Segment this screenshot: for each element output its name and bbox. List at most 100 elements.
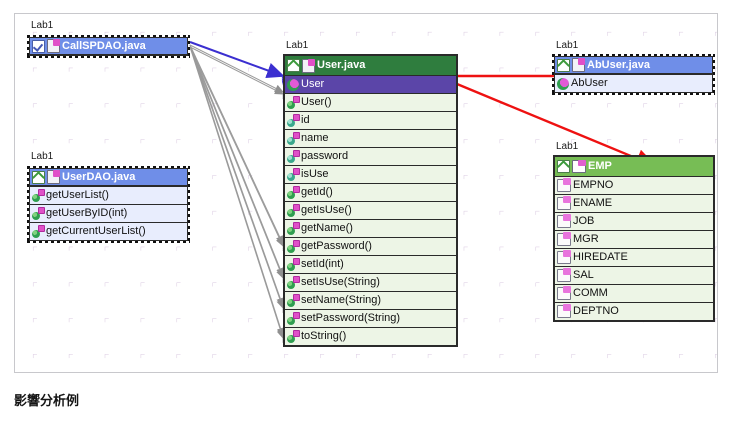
member-row[interactable]: getUserList() (30, 186, 187, 204)
member-row[interactable]: getName() (285, 219, 456, 237)
member-row[interactable]: isUse (285, 165, 456, 183)
member-label: setName(String) (301, 294, 382, 306)
member-row[interactable]: getCurrentUserList() (30, 222, 187, 240)
member-label: User() (301, 96, 332, 108)
java-file-icon (302, 58, 315, 73)
member-label: password (301, 150, 349, 162)
column-label: MGR (573, 233, 599, 245)
column-row[interactable]: MGR (555, 230, 713, 248)
java-file-icon (47, 170, 60, 184)
member-label: getUserList() (46, 189, 109, 201)
column-row[interactable]: EMPNO (555, 176, 713, 194)
column-label: COMM (573, 287, 608, 299)
package-label-user: Lab1 (286, 40, 309, 51)
member-row[interactable]: setPassword(String) (285, 309, 456, 327)
member-row[interactable]: getIsUse() (285, 201, 456, 219)
method-icon (287, 329, 300, 343)
column-icon (557, 232, 571, 246)
member-row-user-class[interactable]: User (285, 75, 456, 93)
class-node-userdao[interactable]: UserDAO.java getUserList() getUserByID(i… (27, 166, 190, 243)
column-label: ENAME (573, 197, 613, 209)
member-row[interactable]: getId() (285, 183, 456, 201)
field-icon (287, 113, 300, 127)
member-label: setPassword(String) (301, 312, 401, 324)
member-row[interactable]: getPassword() (285, 237, 456, 255)
user-header[interactable]: User.java (285, 56, 456, 75)
member-row[interactable]: setName(String) (285, 291, 456, 309)
callspdao-title: CallSPDAO.java (62, 39, 146, 52)
column-icon (557, 286, 571, 300)
member-label: getUserByID(int) (46, 207, 128, 219)
callspdao-frame: CallSPDAO.java (29, 37, 188, 56)
column-icon (557, 178, 571, 192)
column-row[interactable]: JOB (555, 212, 713, 230)
package-label-userdao: Lab1 (31, 151, 54, 162)
callspdao-header[interactable]: CallSPDAO.java (30, 38, 187, 55)
package-label-callspdao: Lab1 (31, 20, 54, 31)
collapse-icon[interactable] (32, 170, 45, 184)
member-label: getPassword() (301, 240, 372, 252)
class-node-abuser[interactable]: AbUser.java AbUser (552, 54, 715, 95)
column-row[interactable]: ENAME (555, 194, 713, 212)
collapse-icon[interactable] (557, 58, 570, 72)
column-row[interactable]: SAL (555, 266, 713, 284)
method-icon (287, 311, 300, 325)
method-icon (287, 203, 300, 217)
abuser-header[interactable]: AbUser.java (555, 57, 712, 74)
user-title: User.java (317, 59, 366, 71)
field-icon (287, 149, 300, 163)
method-icon (287, 257, 300, 271)
column-icon (557, 304, 571, 318)
column-icon (557, 268, 571, 282)
member-label: getIsUse() (301, 204, 352, 216)
column-icon (557, 214, 571, 228)
column-row[interactable]: COMM (555, 284, 713, 302)
column-label: HIREDATE (573, 251, 628, 263)
diagram-canvas[interactable]: Lab1 CallSPDAO.java Lab1 UserDAO.java ge… (14, 13, 718, 373)
column-row[interactable]: HIREDATE (555, 248, 713, 266)
member-row[interactable]: setId(int) (285, 255, 456, 273)
member-label: id (301, 114, 310, 126)
abuser-frame: AbUser.java AbUser (554, 56, 713, 93)
table-node-emp[interactable]: EMP EMPNO ENAME JOB MGR HIREDATE (553, 155, 715, 322)
class-icon (287, 78, 299, 91)
column-label: SAL (573, 269, 594, 281)
member-label: isUse (301, 168, 329, 180)
emp-header[interactable]: EMP (555, 157, 713, 176)
java-file-icon (47, 39, 60, 53)
member-label: getCurrentUserList() (46, 225, 146, 237)
member-label: toString() (301, 330, 347, 342)
method-icon (32, 206, 45, 220)
column-label: DEPTNO (573, 305, 619, 317)
member-row[interactable]: setIsUse(String) (285, 273, 456, 291)
member-row[interactable]: getUserByID(int) (30, 204, 187, 222)
class-icon (557, 77, 569, 90)
column-label: EMPNO (573, 179, 614, 191)
member-row[interactable]: User() (285, 93, 456, 111)
java-file-icon (572, 58, 585, 72)
emp-title: EMP (588, 160, 612, 172)
member-label: AbUser (571, 77, 608, 89)
column-row[interactable]: DEPTNO (555, 302, 713, 320)
checkbox-icon (32, 39, 45, 53)
method-icon (287, 95, 300, 109)
collapse-icon[interactable] (287, 59, 300, 72)
userdao-header[interactable]: UserDAO.java (30, 169, 187, 186)
class-node-user[interactable]: User.java User User() id name password (283, 54, 458, 347)
member-row[interactable]: id (285, 111, 456, 129)
userdao-frame: UserDAO.java getUserList() getUserByID(i… (29, 168, 188, 241)
member-row[interactable]: AbUser (555, 74, 712, 92)
figure-caption: 影響分析例 (14, 394, 80, 409)
package-label-abuser: Lab1 (556, 40, 579, 51)
collapse-icon[interactable] (557, 160, 570, 173)
method-icon (287, 185, 300, 199)
member-row[interactable]: name (285, 129, 456, 147)
member-row[interactable]: password (285, 147, 456, 165)
user-frame: User.java User User() id name password (283, 54, 458, 347)
column-icon (557, 196, 571, 210)
class-node-callspdao[interactable]: CallSPDAO.java (27, 35, 190, 58)
method-icon (32, 224, 45, 238)
field-icon (287, 131, 300, 145)
member-row[interactable]: toString() (285, 327, 456, 345)
method-icon (287, 239, 300, 253)
